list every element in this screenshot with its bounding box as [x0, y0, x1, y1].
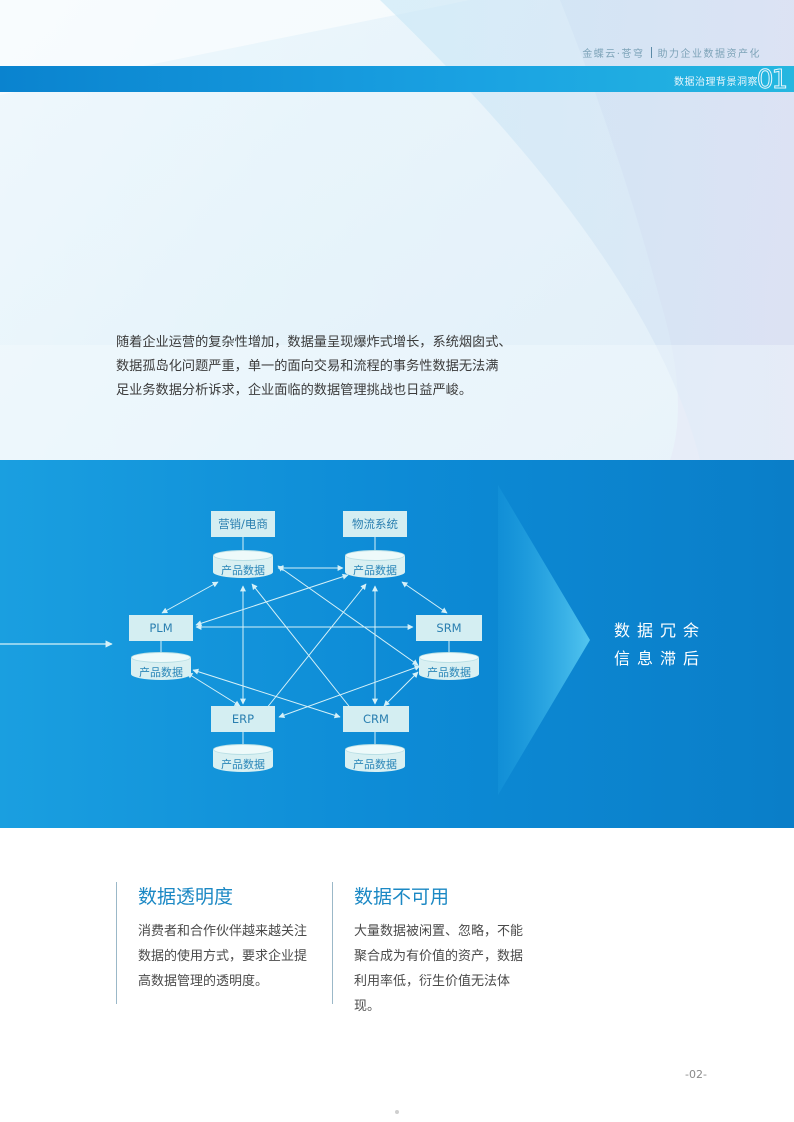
page-dot [395, 1110, 399, 1114]
brand-name: 金蝶云·苍穹 [582, 49, 645, 60]
card-title: 数据不可用 [354, 886, 450, 908]
intro-line: 数据孤岛化问题严重，单一的面向交易和流程的事务性数据无法满 [116, 359, 499, 374]
system-box-srm: SRM [416, 615, 482, 641]
db-label: 产品数据 [221, 758, 265, 771]
db-label: 产品数据 [353, 564, 397, 577]
card-transparency: 数据透明度 消费者和合作伙伴越来越关注数据的使用方式，要求企业提高数据管理的透明… [116, 882, 313, 1004]
callout-line: 数据冗余 [614, 621, 707, 640]
chevron-arrow-icon [498, 485, 590, 795]
brand-tagline: 助力企业数据资产化 [657, 49, 761, 60]
system-label: PLM [149, 621, 173, 635]
system-label: 物流系统 [352, 517, 398, 531]
db-label: 产品数据 [427, 666, 471, 679]
page-number: -02- [685, 1068, 707, 1081]
section-label: 数据治理背景洞察 [674, 77, 758, 88]
system-label: ERP [231, 712, 255, 726]
divider [650, 47, 652, 58]
db-label: 产品数据 [353, 758, 397, 771]
system-box-logistics: 物流系统 [343, 511, 407, 537]
section-ribbon: 数据治理背景洞察 01 [0, 65, 794, 96]
card-body: 消费者和合作伙伴越来越关注数据的使用方式，要求企业提高数据管理的透明度。 [138, 924, 308, 989]
callout-line: 信息滞后 [614, 649, 707, 668]
database-cylinder-icon: 产品数据 [419, 652, 479, 684]
system-connections-diagram [0, 485, 590, 795]
db-label: 产品数据 [221, 564, 265, 577]
database-cylinder-icon: 产品数据 [213, 550, 273, 582]
card-unavailable: 数据不可用 大量数据被闲置、忽略，不能聚合成为有价值的资产，数据利用率低，衍生价… [332, 882, 529, 1014]
system-box-plm: PLM [129, 615, 193, 641]
hero-section: 金蝶云·苍穹 助力企业数据资产化 数据治理背景洞察 01 随着企业运营的复杂性增加… [0, 0, 794, 460]
card-body: 大量数据被闲置、忽略，不能聚合成为有价值的资产，数据利用率低，衍生价值无法体现。 [354, 924, 524, 1014]
system-label: 营销/电商 [218, 517, 268, 531]
section-number: 01 [756, 65, 788, 96]
diagram-callout: 数据冗余 信息滞后 [614, 617, 706, 673]
system-box-crm: CRM [343, 706, 409, 732]
system-label: SRM [436, 621, 462, 635]
diagram-band: 营销/电商 物流系统 PLM SRM ERP CRM 产品数据 产品数据 产品数… [0, 460, 794, 828]
intro-line: 足业务数据分析诉求，企业面临的数据管理挑战也日益严峻。 [116, 383, 473, 398]
system-label: CRM [363, 712, 389, 726]
database-cylinder-icon: 产品数据 [345, 744, 405, 776]
card-title: 数据透明度 [138, 886, 234, 908]
system-box-marketing: 营销/电商 [211, 511, 275, 537]
system-box-erp: ERP [211, 706, 275, 732]
intro-line: 随着企业运营的复杂性增加，数据量呈现爆炸式增长，系统烟囱式、 [116, 335, 512, 350]
database-cylinder-icon: 产品数据 [345, 550, 405, 582]
database-cylinder-icon: 产品数据 [131, 652, 191, 684]
hero-background-shapes [0, 0, 794, 460]
brand-header: 金蝶云·苍穹 助力企业数据资产化 [582, 45, 761, 60]
database-cylinder-icon: 产品数据 [213, 744, 273, 776]
db-label: 产品数据 [139, 666, 183, 679]
intro-paragraph: 随着企业运营的复杂性增加，数据量呈现爆炸式增长，系统烟囱式、 数据孤岛化问题严重… [116, 331, 546, 403]
